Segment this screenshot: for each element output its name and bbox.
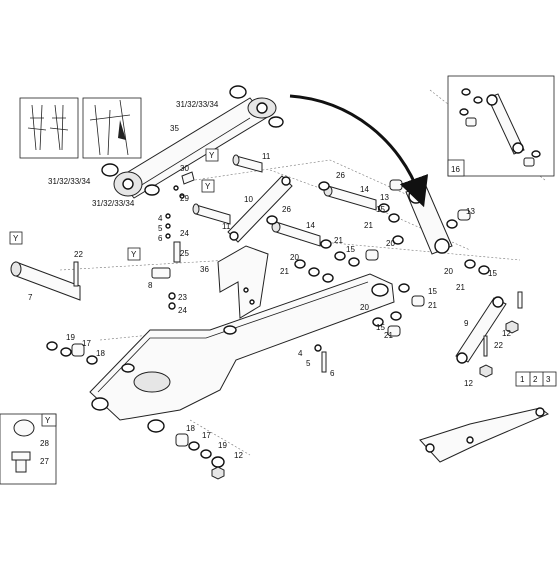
- label-cyl-mid-left: 31/32/33/34: [48, 177, 91, 186]
- pin-14-upper: [318, 181, 377, 211]
- label-24b: 24: [178, 306, 187, 315]
- label-cyl-top: 31/32/33/34: [176, 100, 219, 109]
- label-13b: 13: [466, 207, 475, 216]
- label-22a: 22: [74, 250, 83, 259]
- label-25: 25: [180, 249, 189, 258]
- label-35: 35: [170, 124, 179, 133]
- label-11b: 11: [222, 222, 231, 231]
- label-21b: 21: [334, 236, 343, 245]
- label-26b: 26: [282, 205, 291, 214]
- label-12c: 12: [234, 451, 243, 460]
- view-2[interactable]: 2: [533, 375, 538, 384]
- link-9: [455, 291, 523, 378]
- label-16: 16: [451, 165, 460, 174]
- bushings-13: [378, 179, 490, 275]
- label-5b: 5: [306, 359, 311, 368]
- label-10: 10: [244, 195, 253, 204]
- inset-16: [447, 75, 555, 177]
- label-18a: 18: [96, 349, 105, 358]
- label-30: 30: [180, 164, 189, 173]
- transfer-arrow: [289, 94, 429, 208]
- label-7: 7: [28, 293, 33, 302]
- view-selector[interactable]: 1 2 3: [520, 375, 551, 384]
- inset-machine-views: [19, 97, 142, 159]
- label-26a: 26: [336, 171, 345, 180]
- label-13a: 13: [380, 193, 389, 202]
- inset-small-boom: [419, 371, 557, 463]
- label-11a: 11: [262, 152, 271, 161]
- label-19a: 19: [66, 333, 75, 342]
- label-9: 9: [464, 319, 469, 328]
- label-18b: 18: [186, 424, 195, 433]
- label-22b: 22: [494, 341, 503, 350]
- pin-11-upper: [232, 154, 263, 173]
- inset-27-28: [0, 413, 57, 485]
- label-8: 8: [148, 281, 153, 290]
- view-3[interactable]: 3: [546, 375, 551, 384]
- hydraulic-cylinder: [101, 85, 284, 199]
- label-15e: 15: [376, 323, 385, 332]
- label-27: 27: [40, 457, 49, 466]
- y-tag-4: Y: [13, 234, 19, 243]
- label-21d: 21: [456, 283, 465, 292]
- y-tag-5: Y: [45, 416, 51, 425]
- label-36: 36: [200, 265, 209, 274]
- main-boom: [89, 273, 395, 433]
- link-plate-10: [227, 175, 293, 243]
- label-6b: 6: [330, 369, 335, 378]
- bushings-lower: [175, 433, 225, 480]
- label-15d: 15: [428, 287, 437, 296]
- pin-14-lower: [266, 215, 321, 247]
- label-4b: 4: [298, 349, 303, 358]
- bushings-central: [294, 239, 425, 337]
- label-12a: 12: [502, 329, 511, 338]
- label-19b: 19: [218, 441, 227, 450]
- label-15b: 15: [346, 245, 355, 254]
- label-21a: 21: [364, 221, 373, 230]
- label-20b: 20: [290, 253, 299, 262]
- label-15a: 15: [376, 205, 385, 214]
- label-14a: 14: [360, 185, 369, 194]
- label-20c: 20: [444, 267, 453, 276]
- label-12b: 12: [464, 379, 473, 388]
- label-23: 23: [178, 293, 187, 302]
- label-15c: 15: [488, 269, 497, 278]
- y-tags: Y Y Y Y Y: [9, 148, 219, 425]
- label-17a: 17: [82, 339, 91, 348]
- bracket-36: [217, 245, 269, 319]
- small-fasteners: [151, 171, 327, 373]
- bushings-left: [46, 341, 98, 365]
- label-24a: 24: [180, 229, 189, 238]
- label-20a: 20: [386, 239, 395, 248]
- label-14b: 14: [306, 221, 315, 230]
- label-5a: 5: [158, 224, 163, 233]
- label-29: 29: [180, 194, 189, 203]
- label-17b: 17: [202, 431, 211, 440]
- label-28: 28: [40, 439, 49, 448]
- y-tag-1: Y: [209, 151, 215, 160]
- label-cyl-mid-right: 31/32/33/34: [92, 199, 135, 208]
- pin-7: [10, 261, 81, 301]
- pin-11-lower: [192, 203, 231, 225]
- part-labels: 31/32/33/34 35 31/32/33/34 31/32/33/34 3…: [28, 100, 511, 466]
- label-21c: 21: [280, 267, 289, 276]
- view-1[interactable]: 1: [520, 375, 525, 384]
- label-20d: 20: [360, 303, 369, 312]
- y-tag-3: Y: [131, 250, 137, 259]
- label-21e: 21: [428, 301, 437, 310]
- label-6a: 6: [158, 234, 163, 243]
- link-13: [405, 185, 453, 255]
- y-tag-2: Y: [205, 182, 211, 191]
- label-21f: 21: [384, 331, 393, 340]
- label-4a: 4: [158, 214, 163, 223]
